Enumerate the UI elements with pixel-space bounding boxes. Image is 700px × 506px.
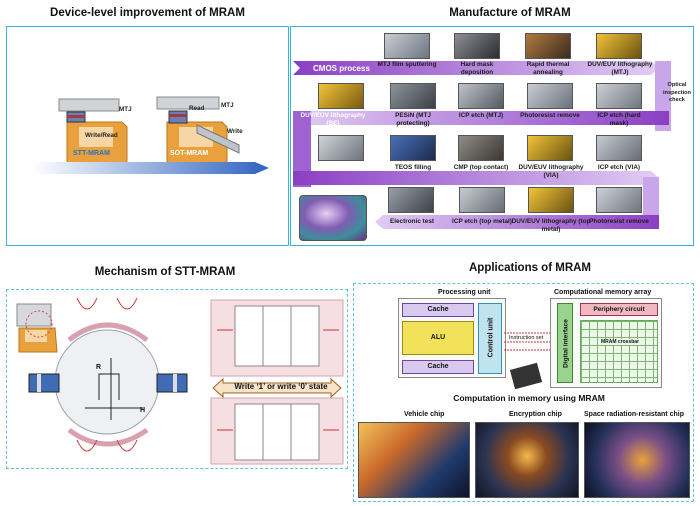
digital-interface: Digital interface <box>557 303 573 383</box>
label-sot-mram: SOT-MRAM <box>170 150 209 157</box>
step-pesin: PESiN (MTJ protecting) <box>395 112 431 127</box>
instruction-set-label: Instruction set <box>509 335 544 341</box>
mechanism-diagram <box>16 297 344 465</box>
photo-annealing <box>525 33 571 59</box>
step-icp-etch-top-metal: ICP etch (top metal) <box>452 218 512 225</box>
step-teos-filling: TEOS filling <box>394 164 432 171</box>
label-mtj-stt: MTJ <box>119 106 132 113</box>
photo-icp-mtj <box>458 83 504 109</box>
device-panel: MTJ Write/Read Read MTJ Write STT-MRAM S… <box>6 26 289 246</box>
space-chip-label: Space radiation-resistant chip <box>584 411 684 418</box>
step-lithography-top-metal: DUV/EUV lithography (top metal) <box>511 218 591 233</box>
step-lithography-via: DUV/EUV lithography (VIA) <box>518 164 584 179</box>
control-unit: Control unit <box>478 303 502 374</box>
control-unit-label: Control unit <box>487 317 495 358</box>
photo-lithography-be <box>318 83 364 109</box>
step-icp-etch-via: ICP etch (VIA) <box>597 164 641 171</box>
label-write: Write <box>227 128 243 135</box>
device-title: Device-level improvement of MRAM <box>50 7 245 19</box>
photo-teos <box>390 135 436 161</box>
label-write-read: Write/Read <box>85 132 118 139</box>
vehicle-chip-label: Vehicle chip <box>404 411 445 418</box>
progress-arrow <box>32 162 269 174</box>
cmos-process-label: CMOS process <box>313 64 370 73</box>
label-read: Read <box>189 105 205 112</box>
stt-device <box>58 98 128 168</box>
photo-icp-via <box>596 135 642 161</box>
computation-caption: Computation in memory using MRAM <box>453 393 605 403</box>
photo-electronic-test <box>388 187 434 213</box>
label-stt-mram: STT-MRAM <box>73 150 110 157</box>
processing-unit-label: Processing unit <box>438 289 491 296</box>
sot-device <box>156 96 240 168</box>
step-photoresist-remove-1: Photoresist remove <box>520 112 580 119</box>
mechanism-panel: R H Write ‘1’ or write ‘0’ state <box>6 289 348 469</box>
step-icp-etch-be: ICP etch (BE) <box>320 164 362 171</box>
photo-hard-mask <box>454 33 500 59</box>
photo-icp-hard-mask <box>596 83 642 109</box>
step-electronic-test: Electronic test <box>389 218 435 225</box>
device-illustration <box>32 96 269 174</box>
step-icp-etch-mtj: ICP etch (MTJ) <box>458 112 504 119</box>
manufacture-panel: CMOS process MTJ film sputtering Hard ma… <box>290 26 694 246</box>
process-flow-arrows <box>293 61 671 229</box>
encryption-chip-label: Encryption chip <box>509 411 562 418</box>
crossbar-label: MRAM crossbar <box>599 339 641 345</box>
photo-icp-be <box>318 135 364 161</box>
photo-lithography-mtj <box>596 33 642 59</box>
axis-r-label: R <box>96 364 102 371</box>
step-hard-mask-deposition: Hard mask deposition <box>460 61 494 76</box>
alu-block: ALU <box>402 321 474 355</box>
photo-pesin <box>390 83 436 109</box>
step-cmp: CMP (top contact) <box>453 164 509 171</box>
step-optical-inspection: Optical inspection check <box>663 82 691 103</box>
space-chip-image <box>584 422 690 498</box>
step-lithography-mtj: DUV/EUV lithography (MTJ) <box>587 61 653 76</box>
applications-title: Applications of MRAM <box>468 262 592 274</box>
manufacture-title: Manufacture of MRAM <box>449 7 571 19</box>
photo-photoresist-2 <box>596 187 642 213</box>
vehicle-chip-image <box>358 422 470 498</box>
axis-h-label: H <box>140 407 146 414</box>
photo-mtj-sputtering <box>384 33 430 59</box>
step-lithography-be: DUV/EUV lithography (BE) <box>300 112 366 127</box>
mram-crossbar: MRAM crossbar <box>580 320 658 383</box>
write-state-banner: Write ‘1’ or write ‘0’ state <box>234 382 328 391</box>
mechanism-title: Mechanism of STT-MRAM <box>94 266 236 278</box>
photo-cmp <box>458 135 504 161</box>
encryption-chip-image <box>475 422 579 498</box>
step-mtj-film-sputtering: MTJ film sputtering <box>377 61 437 68</box>
applications-panel: Processing unit Computational memory arr… <box>353 283 694 502</box>
photo-photoresist-1 <box>527 83 573 109</box>
photo-lithography-top-metal <box>528 187 574 213</box>
memory-array-label: Computational memory array <box>554 289 652 296</box>
chip-icon <box>509 362 543 390</box>
digital-interface-label: Digital interface <box>562 319 570 368</box>
step-rapid-thermal-annealing: Rapid thermal annealing <box>526 61 570 76</box>
cache-bottom: Cache <box>402 360 474 374</box>
photo-lithography-via <box>527 135 573 161</box>
cache-top: Cache <box>402 303 474 317</box>
step-photoresist-remove-2: Photoresist remove <box>589 218 649 225</box>
wafer-image <box>299 195 367 241</box>
periphery-circuit: Periphery circuit <box>580 303 658 316</box>
step-icp-etch-hard-mask: ICP etch (hard mask) <box>597 112 641 127</box>
label-mtj-sot: MTJ <box>221 102 234 109</box>
photo-icp-top-metal <box>459 187 505 213</box>
